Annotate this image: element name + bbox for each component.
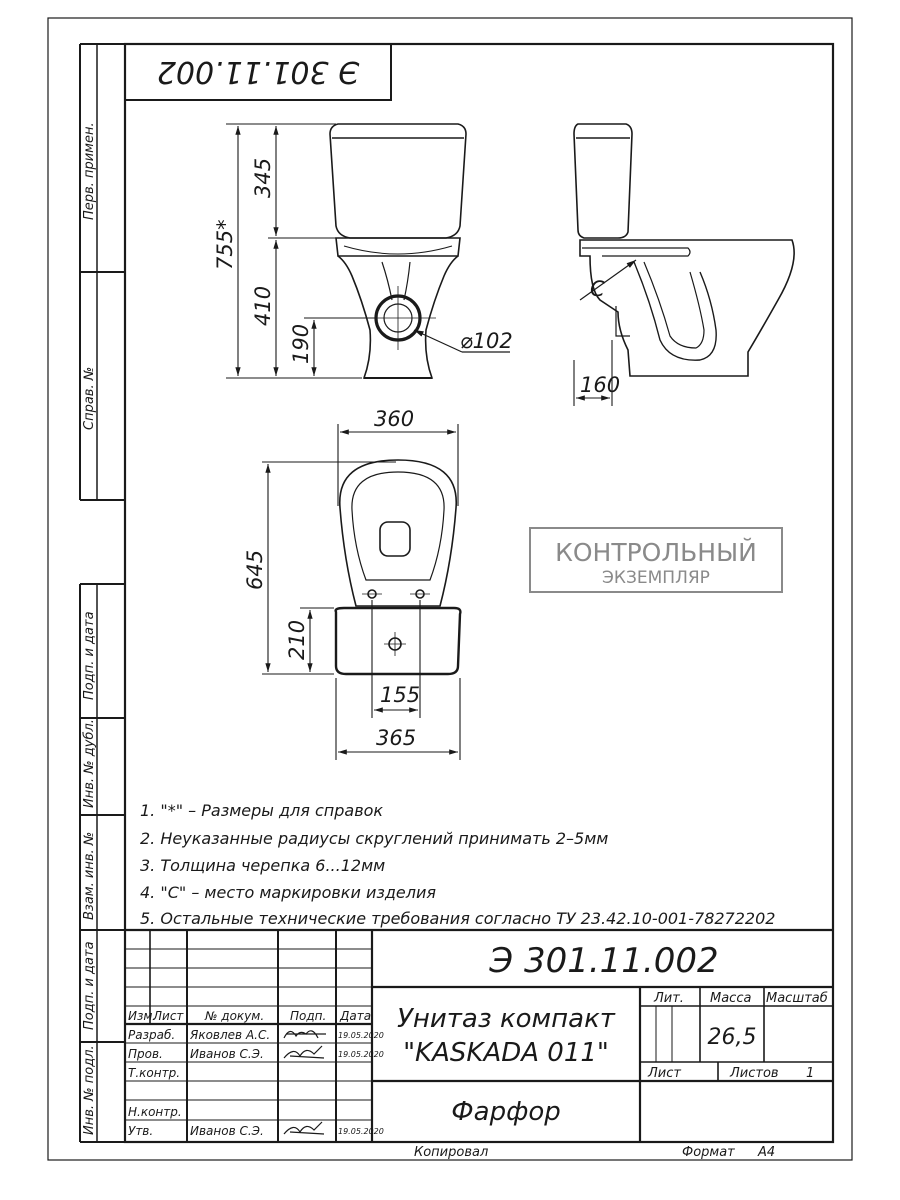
- inner-frame: [123, 42, 835, 1144]
- row-name: Иванов С.Э.: [190, 1047, 264, 1061]
- dim-mark-place: С: [590, 277, 605, 301]
- hdr-doc-no: № докум.: [204, 1009, 264, 1023]
- first-use-label: Перв. примен.: [82, 122, 97, 220]
- top-dimensions: [262, 424, 461, 760]
- lit-label: Лит.: [653, 991, 684, 1006]
- sign-date-label-1: Подп. и дата: [82, 611, 97, 700]
- row-role: Н.контр.: [128, 1105, 182, 1119]
- sign-date-label-2: Подп. и дата: [82, 941, 97, 1030]
- side-column: Перв. примен. Справ. № Подп. и дата Инв.…: [79, 43, 125, 1143]
- row-role: Т.контр.: [128, 1066, 180, 1080]
- dim-holes-spacing: 155: [380, 683, 420, 707]
- signature-rows: Разраб. Яковлев А.С. 19.05.2020 Пров. Ив…: [128, 1028, 384, 1138]
- top-designation: Э 301.11.002: [157, 54, 360, 89]
- dim-outlet-offset: 160: [580, 373, 620, 397]
- hdr-izm: Изм.: [128, 1009, 156, 1023]
- format-label: Формат: [682, 1145, 735, 1160]
- front-view: [329, 123, 510, 379]
- ref-no-label: Справ. №: [82, 367, 97, 430]
- hdr-sign: Подп.: [290, 1009, 326, 1023]
- top-view: [334, 459, 462, 676]
- inv-orig-label: Инв. № подл.: [82, 1045, 97, 1135]
- top-designation-box: Э 301.11.002: [124, 43, 392, 101]
- sheets-label: Листов: [729, 1066, 779, 1081]
- dim-bowl-height: 410: [251, 286, 275, 326]
- hdr-date: Дата: [339, 1009, 371, 1023]
- dim-outlet-height: 190: [289, 324, 313, 364]
- control-copy-stamp: КОНТРОЛЬНЫЙ ЭКЗЕМПЛЯР: [529, 527, 783, 593]
- stamp-line1: КОНТРОЛЬНЫЙ: [555, 538, 757, 567]
- dim-depth: 645: [243, 550, 267, 590]
- signature-marks: [283, 1030, 326, 1135]
- row-name: Яковлев А.С.: [189, 1028, 270, 1042]
- dim-total-height: 755*: [213, 219, 237, 270]
- note-2: 2. Неуказанные радиусы скруглений приним…: [140, 829, 608, 848]
- dim-tank-depth: 210: [285, 620, 309, 660]
- note-5: 5. Остальные технические требования согл…: [140, 909, 775, 928]
- row-date: 19.05.2020: [338, 1031, 384, 1040]
- title-block: [125, 928, 833, 1142]
- signature-developer: [283, 1030, 326, 1039]
- hdr-list: Лист: [152, 1009, 184, 1023]
- replace-inv-label: Взам. инв. №: [82, 832, 97, 920]
- note-4: 4. "С" – место маркировки изделия: [140, 883, 436, 902]
- dim-tank-height: 345: [251, 158, 275, 198]
- signature-checker: [283, 1045, 325, 1059]
- dim-top-width: 360: [374, 407, 414, 431]
- side-view: [573, 123, 795, 377]
- row-name: Иванов С.Э.: [190, 1124, 264, 1138]
- product-name-line1: Унитаз компакт: [397, 1004, 616, 1034]
- main-designation: Э 301.11.002: [488, 941, 718, 981]
- sheets-value: 1: [806, 1066, 814, 1081]
- technical-notes: 1. "*" – Размеры для справок 2. Неуказан…: [140, 801, 775, 928]
- dim-tank-width: 365: [376, 726, 416, 750]
- stamp-line2: ЭКЗЕМПЛЯР: [602, 568, 710, 588]
- mass-value: 26,5: [708, 1025, 757, 1050]
- format-value: А4: [757, 1145, 775, 1160]
- row-role: Утв.: [128, 1124, 153, 1138]
- note-3: 3. Толщина черепка 6...12мм: [140, 856, 385, 875]
- sheet-label: Лист: [647, 1066, 681, 1081]
- product-name-line2: "KASKADA 011": [403, 1038, 609, 1068]
- scale-label: Масштаб: [766, 991, 828, 1006]
- front-dimensions: [226, 123, 376, 379]
- row-date: 19.05.2020: [338, 1050, 384, 1059]
- note-1: 1. "*" – Размеры для справок: [140, 801, 383, 820]
- inv-dup-label: Инв. № дубл.: [82, 719, 97, 808]
- outer-border: [47, 17, 853, 1161]
- mass-label: Масса: [710, 991, 751, 1006]
- row-date: 19.05.2020: [338, 1127, 384, 1136]
- signature-approver: [283, 1121, 325, 1135]
- row-role: Разраб.: [128, 1028, 175, 1042]
- row-role: Пров.: [128, 1047, 163, 1061]
- dim-outlet-diameter: ⌀102: [460, 329, 513, 353]
- material: Фарфор: [451, 1097, 560, 1127]
- copied-label: Копировал: [414, 1145, 488, 1160]
- side-dimensions: [573, 340, 613, 406]
